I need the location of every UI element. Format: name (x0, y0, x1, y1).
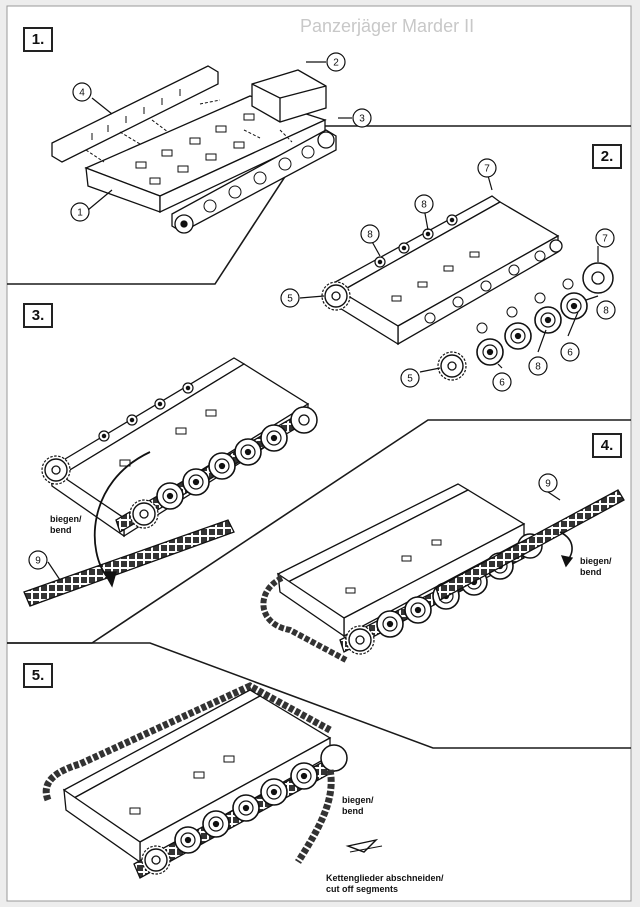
cut-note-en: cut off segments (326, 884, 399, 894)
step-4-drawing (260, 483, 625, 663)
step-label-4: 4. (592, 433, 622, 458)
callout-8c: 8 (603, 306, 609, 317)
divider-1 (7, 125, 631, 285)
step-label-5: 5. (23, 663, 53, 688)
bend-note-5-en: bend (342, 806, 364, 816)
step-2-drawing (321, 195, 614, 381)
callout-5b: 5 (407, 374, 413, 385)
track-4-front-wrap (260, 575, 348, 663)
step-5-drawing (42, 682, 383, 879)
part-3-rear-hub (317, 131, 335, 149)
part-3-suspension (203, 145, 315, 213)
part-callouts (28, 52, 616, 581)
callout-2: 2 (333, 58, 339, 69)
hull-2-hub-caps (476, 278, 574, 334)
callout-4: 4 (79, 88, 85, 99)
hull-5-blocks (129, 755, 235, 815)
bend-note-3: biegen/ bend (50, 514, 82, 536)
step-label-1: 1. (23, 27, 53, 52)
callout-7b: 7 (602, 234, 608, 245)
callout-6b: 6 (499, 378, 505, 389)
bend-note-5-de: biegen/ (342, 795, 374, 805)
cut-marker (345, 838, 379, 853)
bend-note-3-en: bend (50, 525, 72, 535)
hull-4-blocks (345, 539, 442, 594)
callout-8d: 8 (535, 362, 541, 373)
callout-6a: 6 (567, 348, 573, 359)
callout-9a: 9 (35, 556, 41, 567)
section-dividers (7, 125, 631, 749)
bend-note-4-de: biegen/ (580, 556, 612, 566)
cut-note: Kettenglieder abschneiden/ cut off segme… (326, 873, 444, 895)
step-1-drawing (51, 65, 337, 234)
faint-header-text: Panzerjäger Marder II (300, 16, 474, 36)
callout-5a: 5 (287, 294, 293, 305)
bend-note-4-en: bend (580, 567, 602, 577)
step-3-drawing (23, 357, 318, 607)
assembly-arrows (85, 95, 293, 163)
bend-note-5: biegen/ bend (342, 795, 374, 817)
hull-4-front-wall (277, 572, 345, 638)
divider-3 (7, 642, 631, 749)
hull-2-blocks (391, 251, 480, 302)
part-1-blocks (135, 113, 255, 185)
callout-3: 3 (359, 114, 365, 125)
track-5-hanging (295, 769, 335, 864)
callout-7a: 7 (484, 164, 490, 175)
part-4-plate (51, 65, 219, 163)
part-callout-labels: 4 1 2 3 7 8 8 7 8 5 6 8 6 5 9 9 (35, 58, 609, 567)
callout-8b: 8 (367, 230, 373, 241)
bend-arrow-3 (93, 451, 151, 579)
bend-note-3-de: biegen/ (50, 514, 82, 524)
cut-note-de: Kettenglieder abschneiden/ (326, 873, 444, 883)
idler-5 (320, 744, 348, 772)
track-9-loose (23, 519, 235, 607)
bend-note-4: biegen/ bend (580, 556, 612, 578)
step-label-3: 3. (23, 303, 53, 328)
callout-9b: 9 (545, 479, 551, 490)
part-4-tabs (91, 89, 181, 140)
track-5-top (42, 682, 332, 802)
hull-2-suspension (424, 250, 546, 324)
callout-1: 1 (77, 208, 83, 219)
track-9-upper (435, 489, 625, 601)
callout-8a: 8 (421, 200, 427, 211)
step-label-2: 2. (592, 144, 622, 169)
